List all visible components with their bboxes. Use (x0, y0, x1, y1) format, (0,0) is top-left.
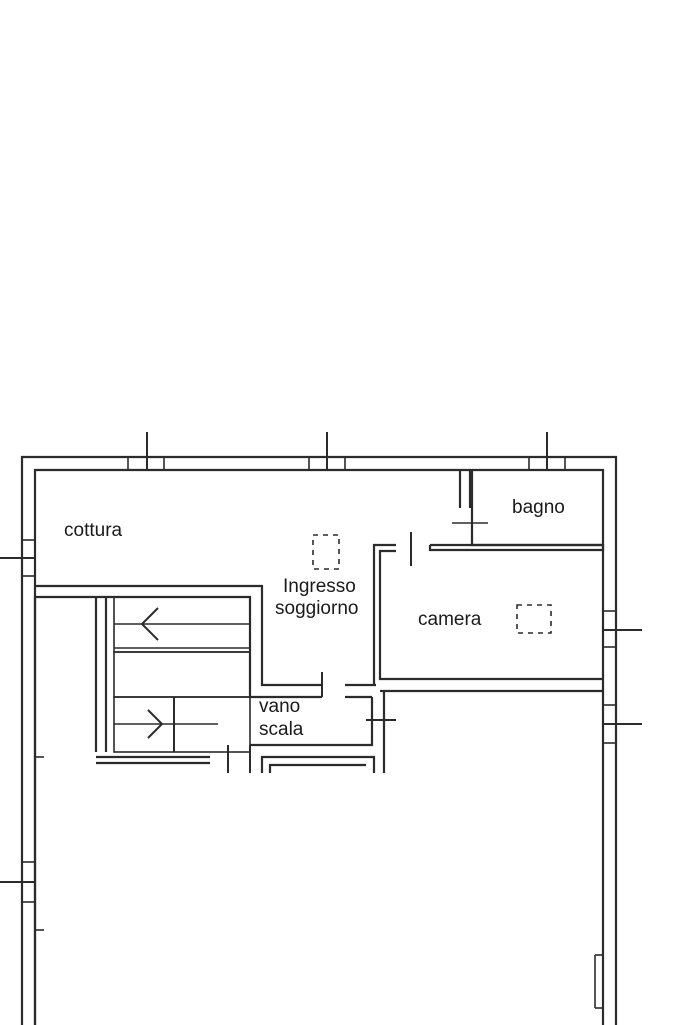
window-markers (0, 432, 642, 903)
label-vano: vano (259, 696, 300, 717)
interior-walls (33, 470, 605, 1025)
staircase (113, 596, 251, 753)
label-cottura: cottura (64, 520, 123, 541)
outer-walls (20, 455, 618, 1025)
label-camera: camera (418, 609, 482, 630)
light-fixtures (312, 534, 552, 634)
label-scala: scala (259, 719, 304, 740)
label-soggiorno: soggiorno (275, 598, 358, 619)
right-details (594, 954, 603, 1009)
label-bagno: bagno (512, 497, 565, 518)
arrow-right-icon (147, 709, 164, 739)
arrow-left-icon (140, 607, 159, 641)
label-ingresso: Ingresso (283, 576, 356, 597)
